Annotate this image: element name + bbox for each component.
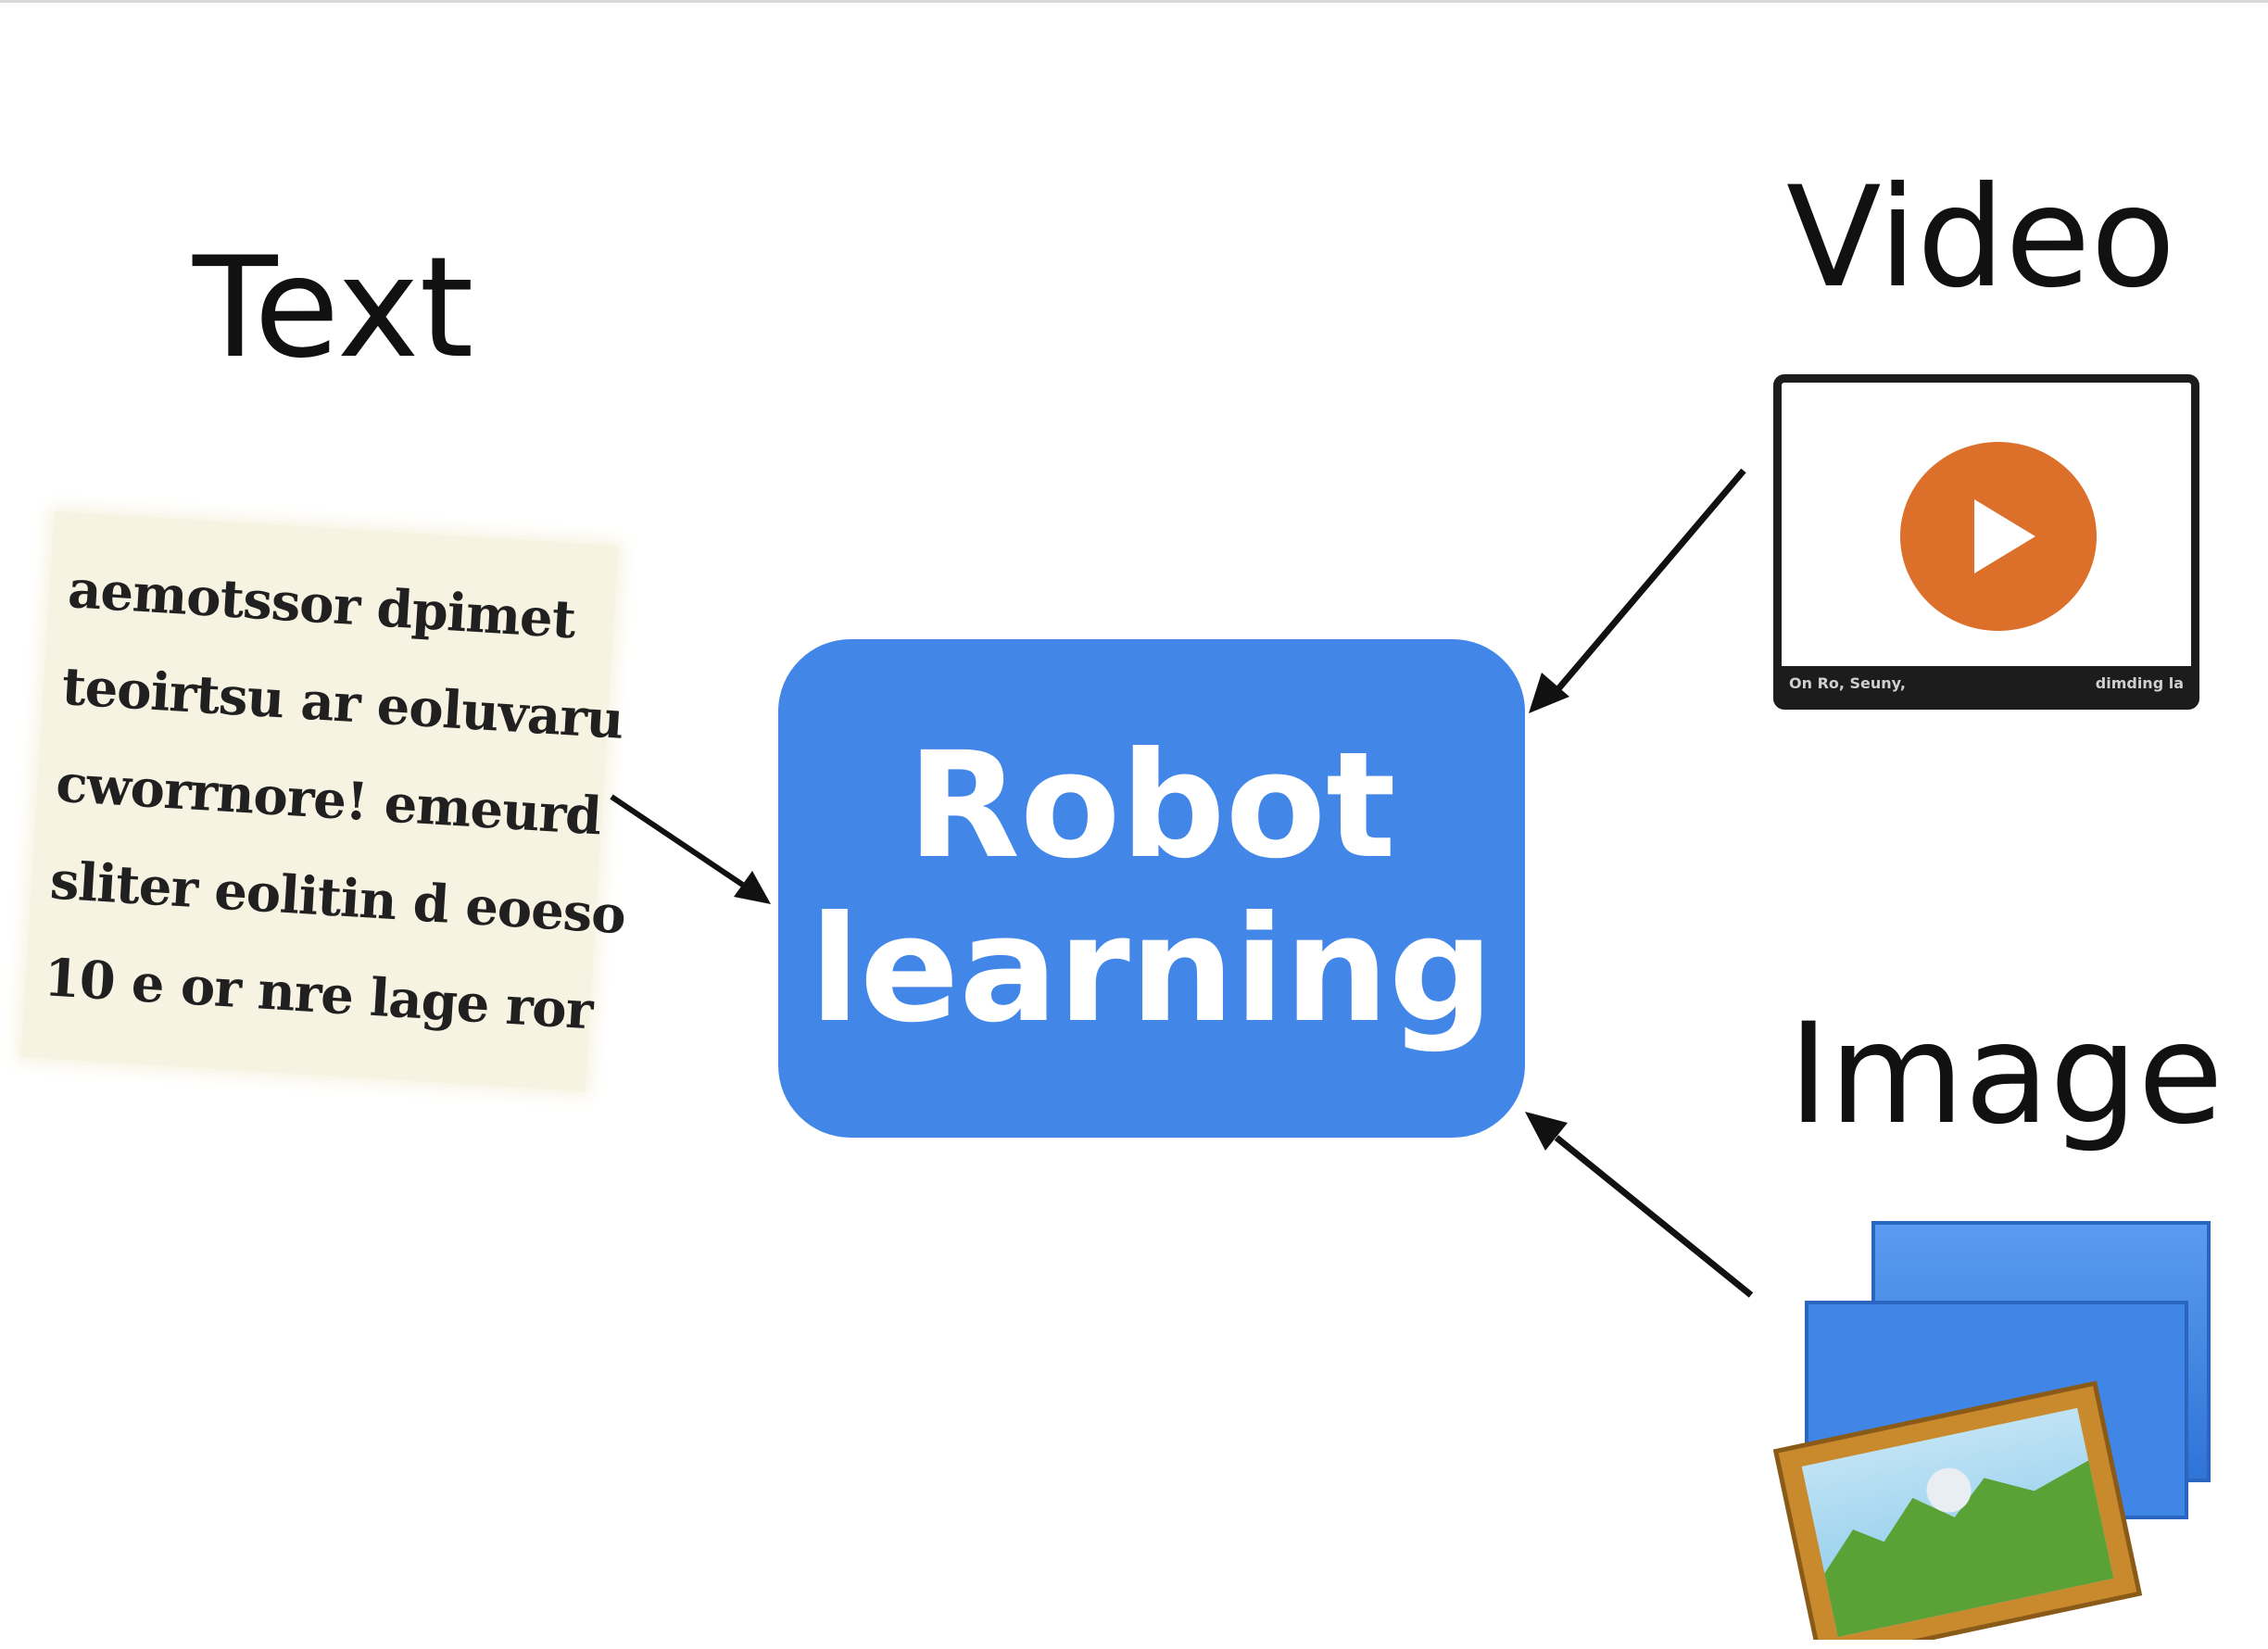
image-gallery-icon (1772, 1221, 2211, 1640)
robot-learning-box: Robot learning (778, 639, 1525, 1138)
robot-learning-line-2: learning (809, 885, 1494, 1055)
arrow-text-to-robot (610, 794, 771, 904)
video-player-bar: On Ro, Seuny, dimding la (1782, 666, 2191, 701)
video-label: Video (1786, 157, 2176, 319)
robot-learning-line-1: Robot (907, 721, 1396, 892)
arrow-image-to-robot (1525, 1112, 1754, 1298)
top-border-line (0, 0, 2268, 3)
play-icon (1900, 442, 2097, 631)
video-caption-left: On Ro, Seuny, (1789, 674, 1906, 692)
video-caption-right: dimding la (2095, 674, 2184, 692)
picture-sun (1926, 1467, 1972, 1513)
text-label: Text (193, 228, 474, 389)
picture-hills (1824, 1460, 2114, 1637)
video-player-icon: On Ro, Seuny, dimding la (1773, 374, 2199, 710)
arrow-video-to-robot (1529, 468, 1746, 713)
image-label: Image (1788, 994, 2224, 1155)
